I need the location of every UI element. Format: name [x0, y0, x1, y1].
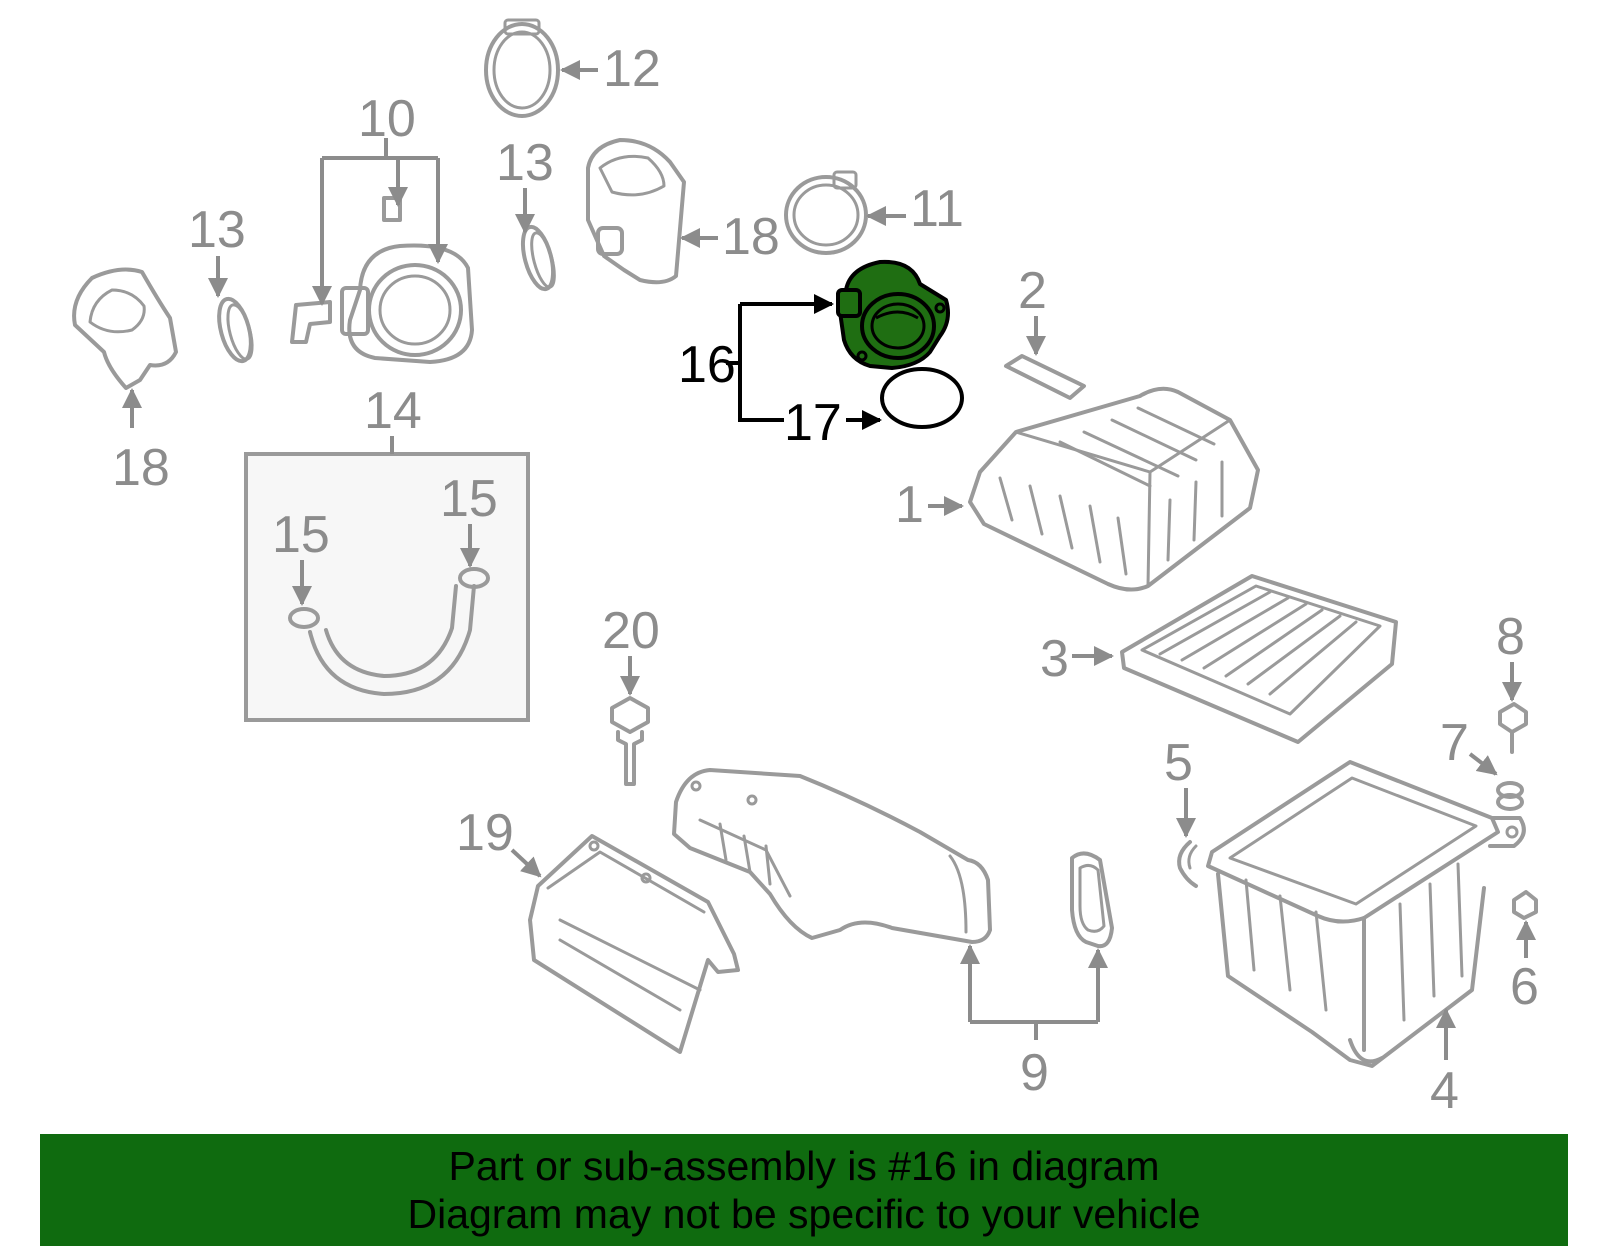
- part-9-intake-duct[interactable]: [672, 768, 1114, 949]
- part-10-throttle-body[interactable]: [290, 196, 474, 364]
- label-16: 16: [678, 336, 736, 394]
- notice-line-1: Part or sub-assembly is #16 in diagram: [448, 1143, 1160, 1189]
- label-17: 17: [784, 394, 842, 452]
- part-8-nut[interactable]: [1498, 702, 1528, 754]
- part-18-duct-left[interactable]: [72, 267, 178, 390]
- part-18-duct-center[interactable]: [586, 138, 686, 285]
- label-13-left: 13: [188, 201, 246, 259]
- part-13-clamp-center[interactable]: [517, 224, 559, 293]
- part-19-shield[interactable]: [528, 834, 740, 1054]
- label-18-center: 18: [722, 208, 780, 266]
- part-17-o-ring[interactable]: [880, 367, 964, 429]
- part-notice-banner: Part or sub-assembly is #16 in diagram D…: [40, 1134, 1568, 1246]
- part-12-clamp[interactable]: [484, 18, 560, 118]
- label-14: 14: [364, 382, 422, 440]
- label-7: 7: [1440, 714, 1469, 772]
- part-3-air-filter[interactable]: [1120, 574, 1398, 744]
- label-9: 9: [1020, 1044, 1049, 1102]
- label-1: 1: [895, 476, 924, 534]
- part-16-mass-air-flow-sensor[interactable]: [836, 259, 950, 370]
- label-11: 11: [910, 180, 964, 238]
- part-13-clamp-left[interactable]: [213, 295, 257, 364]
- part-1-air-cleaner-cover[interactable]: [968, 386, 1260, 592]
- label-4: 4: [1430, 1062, 1459, 1120]
- label-20: 20: [602, 602, 660, 660]
- label-8: 8: [1496, 608, 1525, 666]
- part-5-clip[interactable]: [1177, 840, 1198, 888]
- label-15-left: 15: [272, 506, 330, 564]
- label-12: 12: [603, 40, 661, 98]
- part-2-pad[interactable]: [1004, 354, 1086, 400]
- part-7-grommet[interactable]: [1496, 781, 1524, 811]
- notice-line-2: Diagram may not be specific to your vehi…: [407, 1191, 1201, 1237]
- label-13-center: 13: [496, 134, 554, 192]
- label-18-left: 18: [112, 439, 170, 497]
- part-6-bolt[interactable]: [1512, 890, 1538, 920]
- label-15-right: 15: [440, 470, 498, 528]
- label-19: 19: [456, 804, 514, 862]
- label-2: 2: [1018, 262, 1047, 320]
- part-20-bolt[interactable]: [610, 696, 650, 786]
- part-4-air-cleaner-lower[interactable]: [1206, 760, 1526, 1068]
- label-10: 10: [358, 90, 416, 148]
- label-5: 5: [1164, 734, 1193, 792]
- label-3: 3: [1040, 630, 1069, 688]
- part-11-clamp[interactable]: [784, 170, 868, 255]
- label-6: 6: [1510, 958, 1539, 1016]
